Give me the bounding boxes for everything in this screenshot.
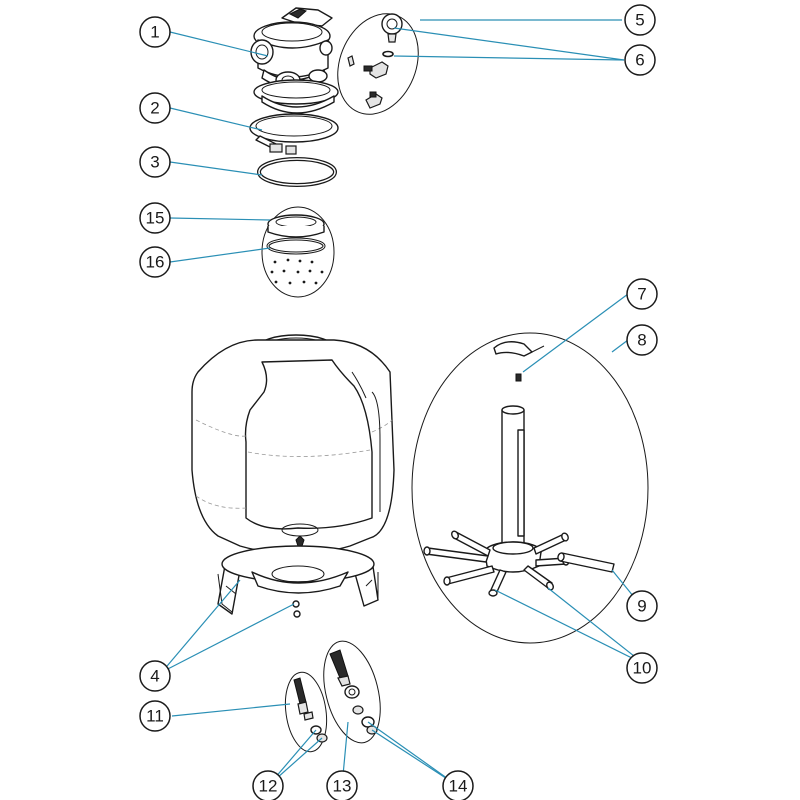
- callout-10: 10: [626, 652, 658, 684]
- filter-tank: [191, 334, 395, 555]
- callout-3: 3: [139, 146, 171, 178]
- svg-text:5: 5: [635, 11, 644, 30]
- svg-text:11: 11: [146, 707, 164, 726]
- svg-text:12: 12: [259, 777, 278, 796]
- part-1-multiport-valve: [250, 7, 339, 114]
- part-11-12-fitting-inset: [284, 671, 328, 753]
- part-3-o-ring: [257, 157, 337, 187]
- part-2-clamp: [249, 113, 339, 155]
- callout-15: 15: [139, 202, 171, 234]
- filter-base: [217, 545, 379, 618]
- callout-12: 12: [252, 770, 284, 800]
- callout-6: 6: [624, 44, 656, 76]
- callout-9: 9: [626, 590, 658, 622]
- svg-text:4: 4: [150, 667, 159, 686]
- part-15-16-lid-set: [261, 206, 335, 298]
- svg-text:13: 13: [333, 777, 352, 796]
- part-5-6-inset: [337, 13, 419, 115]
- callout-5: 5: [624, 4, 656, 36]
- callout-13: 13: [326, 770, 358, 800]
- svg-text:8: 8: [637, 331, 646, 350]
- callout-7: 7: [626, 278, 658, 310]
- callout-14: 14: [442, 770, 474, 800]
- svg-text:15: 15: [146, 209, 165, 228]
- svg-text:10: 10: [633, 659, 652, 678]
- svg-text:1: 1: [150, 23, 159, 42]
- callout-4: 4: [139, 660, 171, 692]
- svg-text:9: 9: [637, 597, 646, 616]
- callout-16: 16: [139, 246, 171, 278]
- leader-lines: [161, 19, 645, 787]
- svg-text:7: 7: [637, 285, 646, 304]
- svg-text:2: 2: [150, 99, 159, 118]
- callout-bubbles: 1 2 3 15 16 5 6 7 8 9 10: [139, 4, 658, 800]
- svg-text:16: 16: [146, 253, 165, 272]
- svg-text:14: 14: [449, 777, 468, 796]
- callout-1: 1: [139, 16, 171, 48]
- callout-2: 2: [139, 92, 171, 124]
- callout-11: 11: [139, 700, 171, 732]
- callout-8: 8: [626, 324, 658, 356]
- part-8-internal-assembly: [411, 332, 649, 644]
- svg-text:6: 6: [635, 51, 644, 70]
- svg-text:3: 3: [150, 153, 159, 172]
